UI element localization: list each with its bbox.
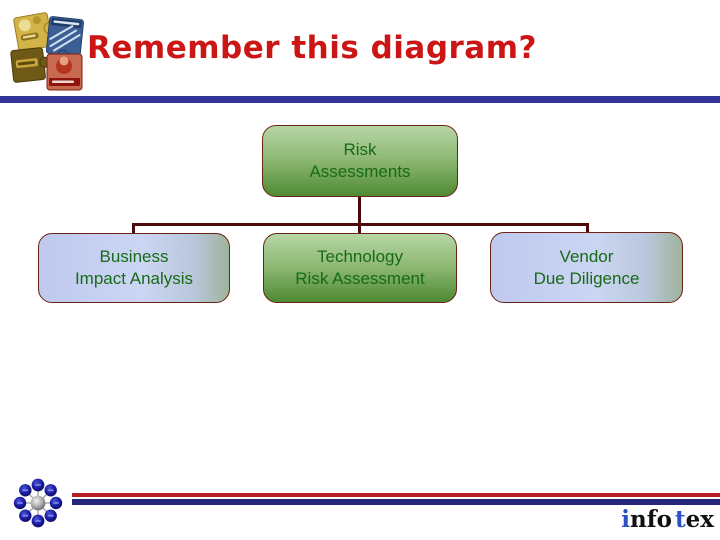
node-business-impact-analysis: Business Impact Analysis: [38, 233, 230, 303]
slide-title: Remember this diagram?: [87, 30, 537, 66]
atom-molecule-icon: [13, 478, 63, 528]
title-divider-rule: [0, 96, 720, 103]
node-label-line: Due Diligence: [533, 268, 640, 288]
brand-letters: ex: [685, 506, 714, 533]
node-technology-risk-assessment: Technology Risk Assessment: [263, 233, 457, 303]
node-label-line: Impact Analysis: [74, 269, 194, 288]
brand-letters: nfo: [630, 506, 673, 533]
brand-letter: i: [621, 506, 631, 533]
node-label-line: Risk: [343, 140, 377, 159]
node-risk-assessments: Risk Assessments: [262, 125, 458, 197]
connector-root-stem: [358, 196, 361, 226]
connector-drop-left: [132, 223, 135, 235]
node-label-line: Risk Assessment: [295, 269, 425, 288]
footer-rule-red: [72, 493, 720, 497]
footer-rule-blue: [72, 499, 720, 505]
node-label-line: Vendor: [559, 246, 614, 266]
node-vendor-due-diligence: Vendor Due Diligence: [490, 232, 683, 303]
connector-drop-right: [586, 223, 589, 235]
brand-letter: t: [675, 506, 686, 533]
connector-drop-center: [358, 223, 361, 235]
node-label-line: Assessments: [309, 162, 411, 181]
node-label-line: Business: [99, 247, 169, 266]
node-label-line: Technology: [316, 247, 403, 266]
puzzle-pieces-icon: [10, 12, 84, 91]
